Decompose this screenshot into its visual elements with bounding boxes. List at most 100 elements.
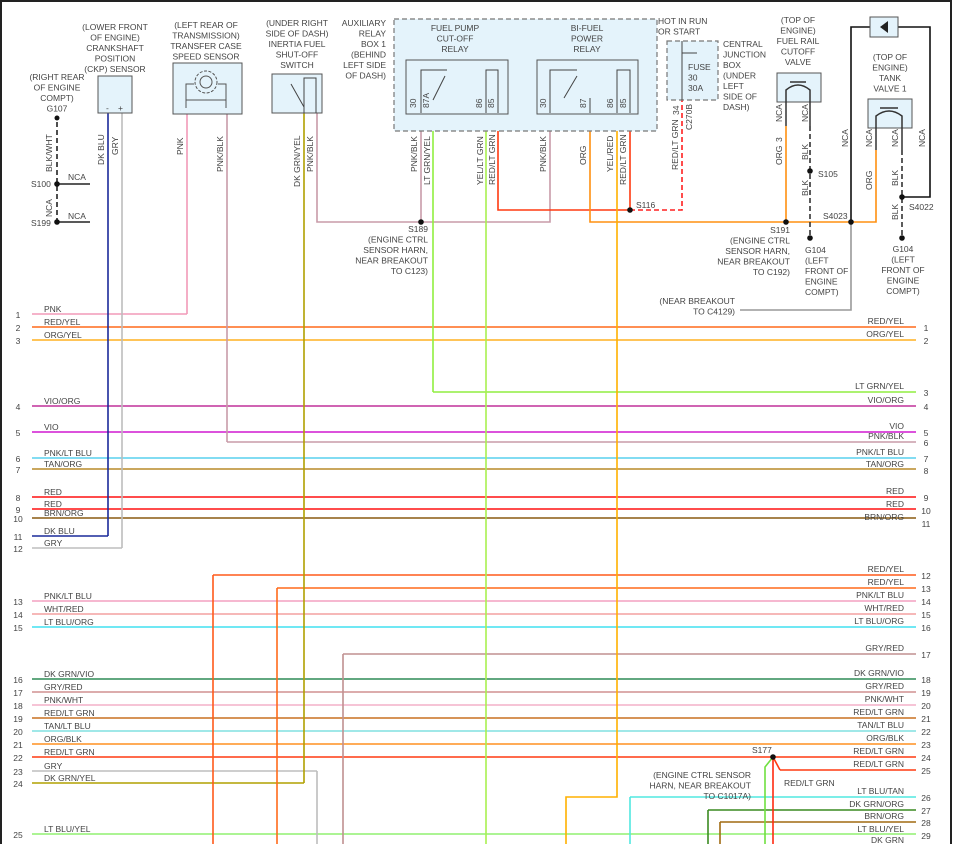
yel-red-wire: [565, 113, 618, 844]
right-row-number: 11: [922, 519, 931, 529]
label-line: TANK: [879, 73, 901, 83]
wire-label: PNK/BLK: [409, 136, 419, 172]
right-row-number: 10: [921, 506, 931, 516]
bifuel-relay-box: [536, 59, 639, 115]
right-row-label: RED/LT GRN: [853, 707, 904, 717]
left-row-number: 20: [13, 727, 23, 737]
left-row-label: VIO: [44, 422, 59, 432]
left-row-label: PNK/LT BLU: [44, 448, 92, 458]
ckp-sensor-box: [97, 75, 133, 114]
wire-label: BLK: [800, 180, 810, 196]
wire-label: NCA: [68, 172, 86, 182]
label-line: CUTOFF: [781, 47, 815, 57]
pin-label: 34: [671, 105, 681, 115]
s177-label: S177: [752, 745, 772, 755]
right-row-label: DK GRN/VIO: [854, 668, 904, 678]
wire-label: PNK/BLK: [215, 136, 225, 172]
right-row-label: PNK/BLK: [868, 431, 904, 441]
label-line: FUEL PUMP: [431, 23, 480, 33]
right-row-number: 18: [921, 675, 931, 685]
label-line: (TOP OF: [781, 15, 815, 25]
label-line: LEFT: [723, 81, 744, 91]
wire-layer: [32, 26, 931, 844]
left-row-label: RED/YEL: [44, 317, 81, 327]
wire-label: NCA: [840, 129, 850, 147]
pin-label: 87: [578, 98, 588, 108]
label-line: S191: [770, 225, 790, 235]
label-line: SHUT-OFF: [276, 50, 319, 60]
label-line: 30: [688, 73, 698, 83]
label-line: CENTRAL: [723, 39, 763, 49]
label-line: (TOP OF: [873, 52, 907, 62]
label-line: 30A: [688, 83, 703, 93]
left-row-label: GRY: [44, 538, 63, 548]
wire-label: RED/LT GRN: [784, 778, 835, 788]
label-line: (ENGINE CTRL SENSOR: [653, 770, 751, 780]
gear-icon-inner: [199, 75, 213, 89]
nca-wire: [57, 183, 90, 223]
left-row-label: RED: [44, 487, 62, 497]
right-row-label: VIO/ORG: [868, 395, 904, 405]
label-line: (UNDER: [723, 71, 756, 81]
right-row-label: PNK/LT BLU: [856, 447, 904, 457]
right-row-number: 3: [924, 388, 929, 398]
left-row-number: 5: [16, 428, 21, 438]
right-row-label: RED/YEL: [868, 316, 905, 326]
left-row-number: 2: [16, 323, 21, 333]
left-row-number: 18: [13, 701, 23, 711]
s105-splice: [807, 168, 813, 174]
label-line: INERTIA FUEL: [269, 39, 326, 49]
left-row-number: 15: [13, 623, 23, 633]
label-line: (BEHIND: [351, 50, 386, 60]
wire-label: PNK: [175, 137, 185, 155]
label-line: TRANSMISSION): [172, 31, 240, 41]
right-row-number: 6: [924, 438, 929, 448]
solenoid-icon: [785, 81, 811, 126]
pin-label: 86: [605, 98, 615, 108]
label-line: TO C4129): [693, 307, 735, 317]
pin-label: 86: [474, 98, 484, 108]
label-line: RELAY: [359, 29, 387, 39]
label-line: (ENGINE CTRL: [368, 235, 428, 245]
s191-splice: [783, 219, 789, 225]
wire-label: DK BLU: [96, 134, 106, 165]
right-row-label: DK GRN: [871, 835, 904, 844]
right-row-label: BRN/ORG: [864, 512, 904, 522]
wire-label: BLK: [890, 170, 900, 186]
left-row-number: 17: [13, 688, 23, 698]
right-row-label: RED/LT GRN: [853, 759, 904, 769]
left-row-number: 14: [13, 610, 23, 620]
wire-label: RED/LT GRN: [670, 119, 680, 170]
pin-label: 3: [774, 137, 784, 142]
label-line: (LEFT REAR OF: [174, 20, 238, 30]
label-line: SPEED SENSOR: [172, 52, 239, 62]
wire-label: RED/LT GRN: [618, 134, 628, 185]
wire-label: LT GRN/YEL: [422, 136, 432, 185]
right-row-label: VIO: [889, 421, 904, 431]
right-row-label: DK GRN/ORG: [849, 799, 904, 809]
label-line: HOT IN RUN: [658, 16, 707, 26]
relay-coil-icon: [616, 69, 631, 113]
left-row-number: 10: [13, 514, 23, 524]
s4023-label: S4023: [823, 211, 848, 221]
label-line: VALVE 1: [873, 84, 907, 94]
left-row-label: PNK/LT BLU: [44, 591, 92, 601]
s4023-splice: [848, 219, 854, 225]
left-row-number: 13: [13, 597, 23, 607]
connector-label: C270B: [684, 104, 694, 130]
fuel-pump-relay-box: [405, 59, 509, 115]
left-row-label: BRN/ORG: [44, 508, 84, 518]
c4129-wire: [740, 222, 852, 311]
s100-label: S100: [31, 179, 51, 189]
right-row-label: BRN/ORG: [864, 811, 904, 821]
left-row-number: 4: [16, 402, 21, 412]
label-line: POWER: [571, 34, 603, 44]
right-row-label: PNK/LT BLU: [856, 590, 904, 600]
label-line: (RIGHT REAR: [29, 72, 84, 82]
